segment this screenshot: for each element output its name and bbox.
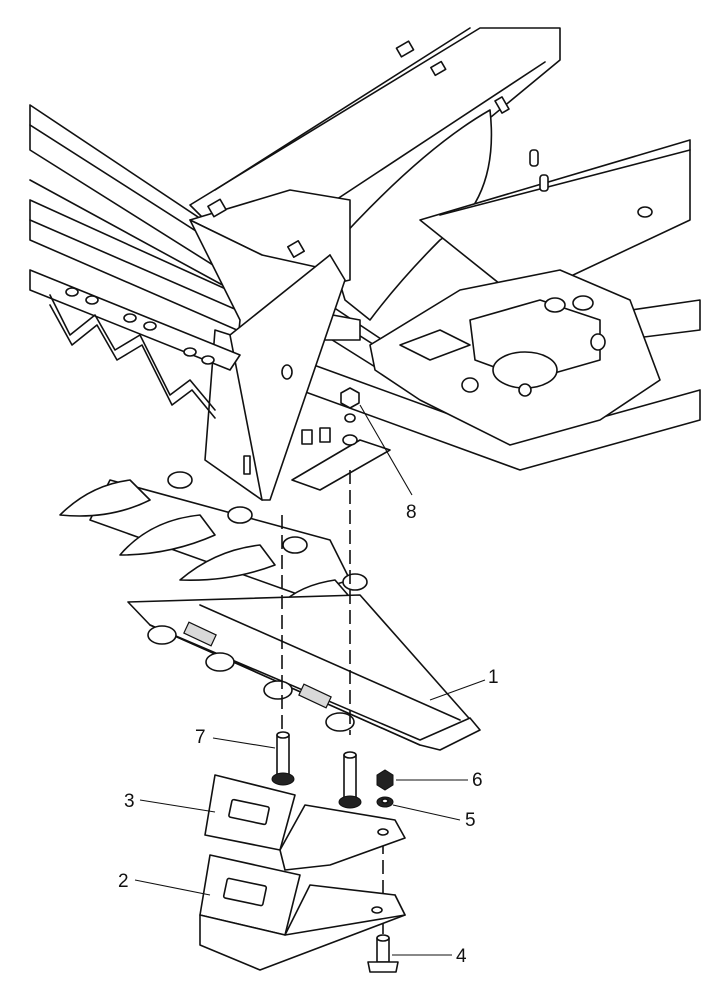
knife-clip xyxy=(291,387,391,491)
plate-3 xyxy=(204,774,406,871)
callout-7: 7 xyxy=(195,727,206,748)
callout-labels: 1 2 3 4 5 6 7 8 xyxy=(118,502,499,967)
bolt-4 xyxy=(367,934,399,973)
washer-5 xyxy=(376,796,394,808)
knife-guards xyxy=(59,471,368,607)
callout-4: 4 xyxy=(456,946,467,967)
callout-6: 6 xyxy=(472,770,483,791)
bolt-7 xyxy=(271,731,362,809)
plate-2 xyxy=(199,854,406,971)
hex-nut-8 xyxy=(340,387,360,409)
nut-6 xyxy=(376,769,394,791)
callout-2: 2 xyxy=(118,871,129,892)
callout-1: 1 xyxy=(488,667,499,688)
cutter-bar-holes xyxy=(147,621,355,732)
callout-3: 3 xyxy=(124,791,135,812)
knife-bolt xyxy=(65,287,215,365)
callout-8: 8 xyxy=(406,502,417,523)
leader-lines xyxy=(134,404,486,956)
support-post xyxy=(189,189,351,501)
callout-5: 5 xyxy=(465,810,476,831)
cutter-bar-1 xyxy=(127,594,481,751)
pivot-bracket xyxy=(369,269,661,446)
guard-rollers xyxy=(167,471,368,591)
assembly-lines xyxy=(281,470,384,935)
sickle-knife xyxy=(29,269,241,419)
